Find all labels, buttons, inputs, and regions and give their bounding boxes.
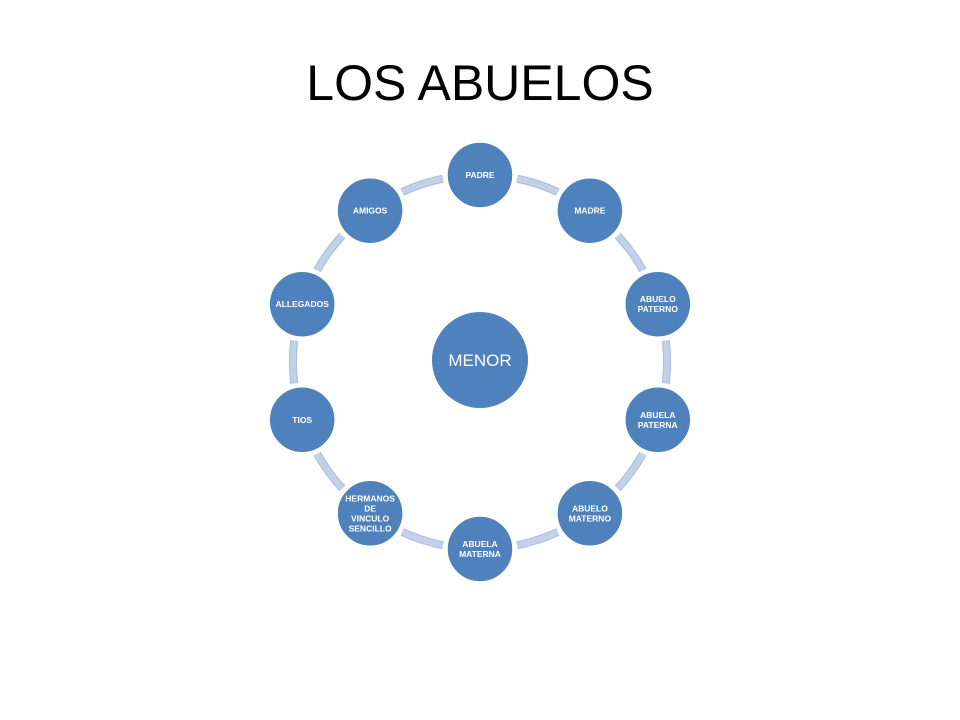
- connector-arc: [662, 340, 671, 384]
- node-circle: [268, 386, 336, 454]
- node-circle: [624, 386, 692, 454]
- node-label: HERMANOS: [345, 493, 395, 503]
- connector-arcs: [288, 174, 672, 550]
- node-label: ABUELA: [462, 539, 497, 549]
- slide-title: LOS ABUELOS: [306, 55, 654, 111]
- center-node: MENOR: [432, 312, 528, 408]
- center-label: MENOR: [448, 351, 511, 370]
- cycle-node: TIOS: [268, 386, 336, 454]
- node-label: ABUELA: [640, 410, 675, 420]
- connector-arc: [516, 175, 560, 195]
- node-circle: [268, 270, 336, 338]
- cycle-node: ALLEGADOS: [268, 270, 336, 338]
- connector-arc: [516, 529, 560, 549]
- connector-arc: [615, 233, 646, 272]
- node-circle: [336, 479, 404, 548]
- node-label: PATERNA: [638, 420, 678, 430]
- node-label: MADRE: [574, 206, 605, 216]
- node-label: MATERNO: [569, 513, 612, 523]
- connector-arc: [289, 340, 298, 384]
- connector-arc: [314, 233, 345, 272]
- connector-arc: [615, 452, 646, 491]
- node-label: ALLEGADOS: [276, 299, 330, 309]
- node-label: VINCULO: [351, 513, 390, 523]
- node-circle: [556, 479, 624, 548]
- node-label: TIOS: [292, 415, 312, 425]
- connector-arc: [400, 175, 444, 195]
- node-circle: [624, 270, 692, 338]
- cycle-node: MADRE: [556, 176, 624, 245]
- node-label: PATERNO: [638, 304, 679, 314]
- cycle-node: PADRE: [446, 141, 514, 209]
- node-label: SENCILLO: [349, 523, 392, 533]
- node-label: MATERNA: [459, 549, 501, 559]
- center-circle: [432, 312, 528, 408]
- cycle-node: AMIGOS: [336, 176, 404, 245]
- connector-arc: [400, 529, 444, 549]
- node-circle: [446, 141, 514, 209]
- node-label: ABUELO: [640, 294, 676, 304]
- node-label: DE: [364, 503, 376, 513]
- outer-nodes: PADREMADREABUELOPATERNOABUELAPATERNAABUE…: [268, 141, 692, 583]
- node-label: ABUELO: [572, 503, 608, 513]
- node-label: PADRE: [465, 170, 494, 180]
- node-circle: [556, 176, 624, 245]
- node-label: AMIGOS: [353, 206, 388, 216]
- node-circle: [446, 515, 514, 583]
- connector-arc: [314, 452, 345, 491]
- node-circle: [336, 176, 404, 245]
